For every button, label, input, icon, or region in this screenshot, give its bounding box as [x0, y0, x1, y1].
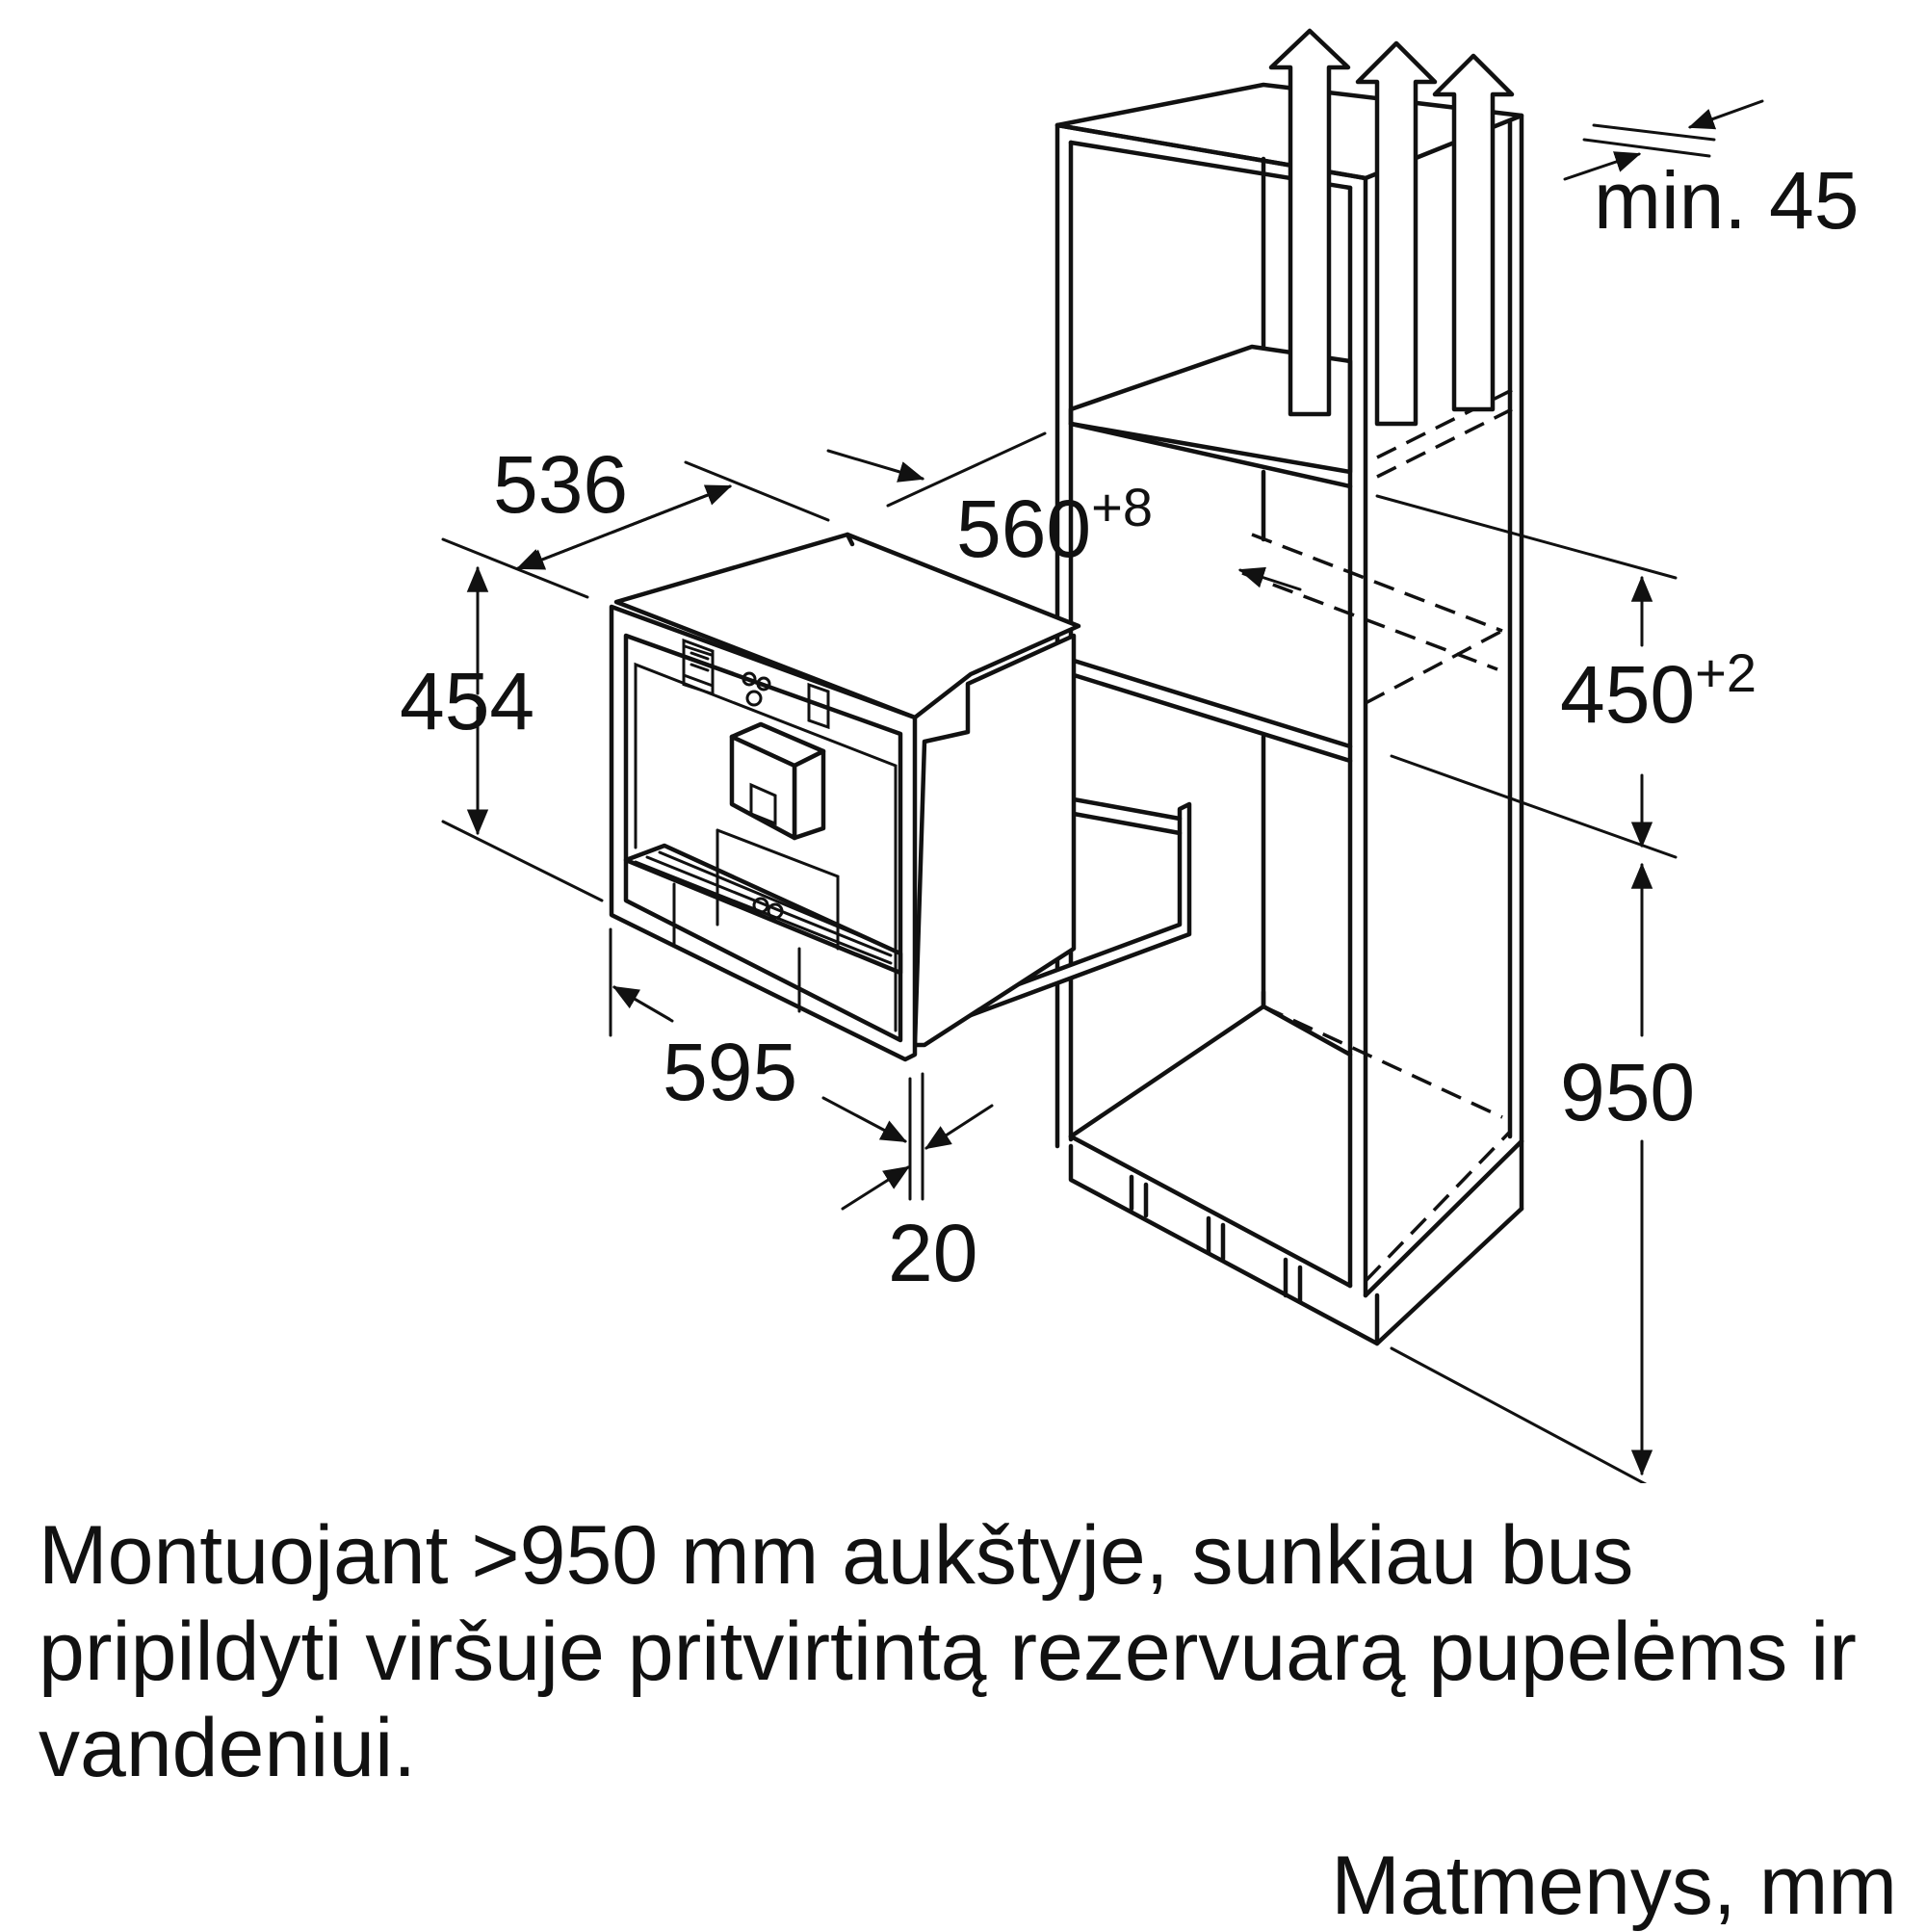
- label-950: 950: [1560, 1047, 1695, 1137]
- label-595: 595: [663, 1027, 797, 1117]
- label-536: 536: [493, 439, 628, 530]
- label-min-45: min. 45: [1594, 155, 1859, 246]
- dimension-lines: [441, 99, 1764, 1483]
- installation-note: Montuojant >950 mm aukštyje, sunkiau bus…: [39, 1509, 1857, 1794]
- ventilation-arrows: [1268, 28, 1515, 427]
- units-label: Matmenys, mm: [1331, 1840, 1897, 1932]
- coffee-machine: [609, 532, 1192, 1062]
- tall-cabinet: [1054, 82, 1524, 1346]
- installation-diagram: 536 454 595 20 560+8 450+2 950 min. 45: [400, 28, 1859, 1483]
- label-450: 450+2: [1560, 642, 1757, 740]
- label-560: 560+8: [956, 477, 1153, 574]
- label-20: 20: [888, 1208, 977, 1298]
- dimension-labels: 536 454 595 20 560+8 450+2 950 min. 45: [400, 155, 1859, 1298]
- label-454: 454: [400, 656, 534, 746]
